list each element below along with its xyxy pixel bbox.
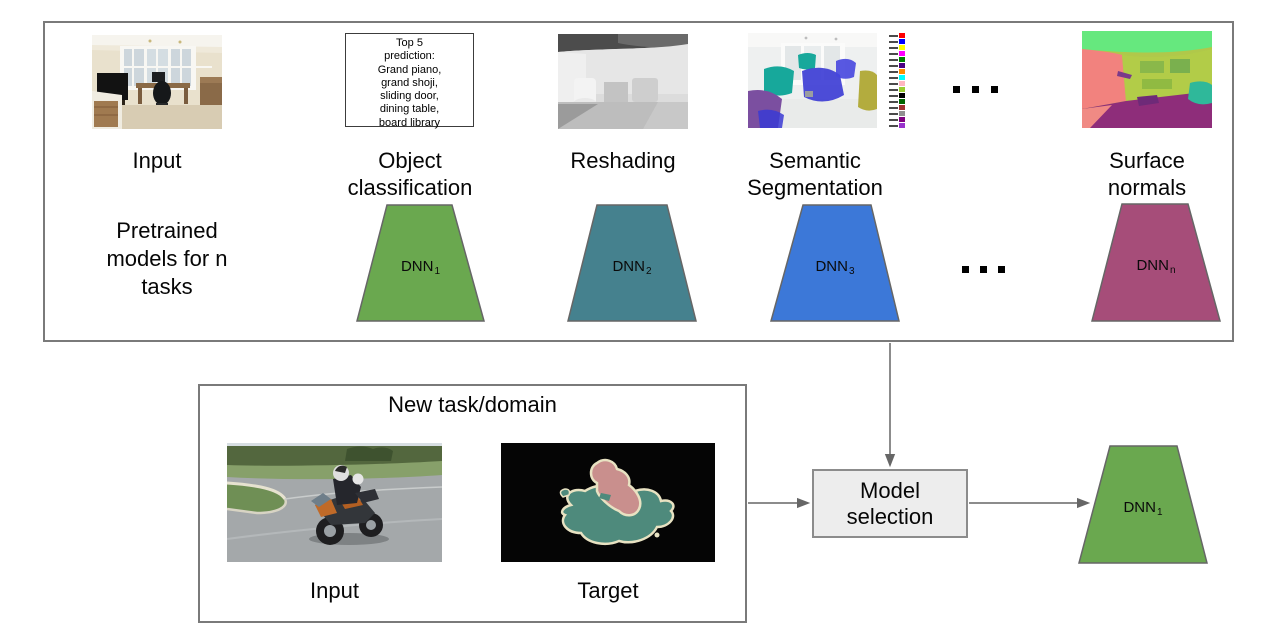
prediction-line: board library <box>378 116 441 129</box>
task-label-semantic-segmentation: Semantic Segmentation <box>747 148 883 200</box>
dnn-name: DNN <box>1123 499 1156 516</box>
ellipsis-dots-icon <box>953 86 998 93</box>
legend-row <box>879 69 905 74</box>
prediction-line: sliding door, <box>380 90 439 103</box>
prediction-line: Grand piano, <box>377 63 442 76</box>
dnn-subscript: 1 <box>1156 507 1163 518</box>
segmentation-legend <box>879 33 905 128</box>
legend-row <box>879 39 905 44</box>
new-task-target-image <box>501 443 715 562</box>
surface-normals-image <box>1082 31 1212 128</box>
task-label-object-classification: Object classification <box>347 148 473 200</box>
new-task-title: New task/domain <box>388 392 557 417</box>
legend-row <box>879 81 905 86</box>
prediction-line: Top 5 <box>396 37 423 49</box>
legend-row <box>879 51 905 56</box>
dnn-subscript: 3 <box>848 265 855 277</box>
new-task-input-image <box>227 443 442 562</box>
legend-row <box>879 123 905 128</box>
semantic-segmentation-image <box>748 33 877 128</box>
model-selection-label: selection <box>846 503 934 529</box>
prediction-line: dining table, <box>379 103 440 116</box>
dnn-name: DNN <box>815 257 848 275</box>
legend-row <box>879 111 905 116</box>
legend-row <box>879 75 905 80</box>
dnn-name: DNN <box>612 257 645 275</box>
legend-row <box>879 57 905 62</box>
task-label-input: Input <box>132 148 182 173</box>
legend-row <box>879 93 905 98</box>
task-label-reshading: Reshading <box>570 148 676 173</box>
legend-row <box>879 63 905 68</box>
dnn-subscript: 1 <box>434 265 441 277</box>
model-selection-label: Model <box>860 477 920 503</box>
ellipsis-dots-icon <box>962 266 1005 273</box>
top5-prediction-box: Top 5 prediction: Grand piano, grand sho… <box>345 33 474 129</box>
prediction-line: prediction: <box>384 50 435 63</box>
legend-row <box>879 105 905 110</box>
new-task-target-label: Target <box>577 578 639 603</box>
legend-row <box>879 33 905 38</box>
legend-row <box>879 45 905 50</box>
task-label-surface-normals: Surface normals <box>1107 148 1187 200</box>
dnn-name: DNN <box>1136 257 1169 274</box>
legend-row <box>879 99 905 104</box>
dnn-subscript: n <box>1169 265 1176 276</box>
input-room-image <box>92 35 222 129</box>
new-task-input-label: Input <box>310 578 359 603</box>
model-selection-box: Model selection <box>812 469 968 538</box>
legend-row <box>879 117 905 122</box>
dnn-subscript: 2 <box>645 265 652 277</box>
legend-row <box>879 87 905 92</box>
reshading-image <box>558 34 688 129</box>
pretrained-models-caption: Pretrained models for n tasks <box>106 218 228 299</box>
dnn-name: DNN <box>400 257 434 275</box>
prediction-line: grand shoji, <box>381 76 438 89</box>
